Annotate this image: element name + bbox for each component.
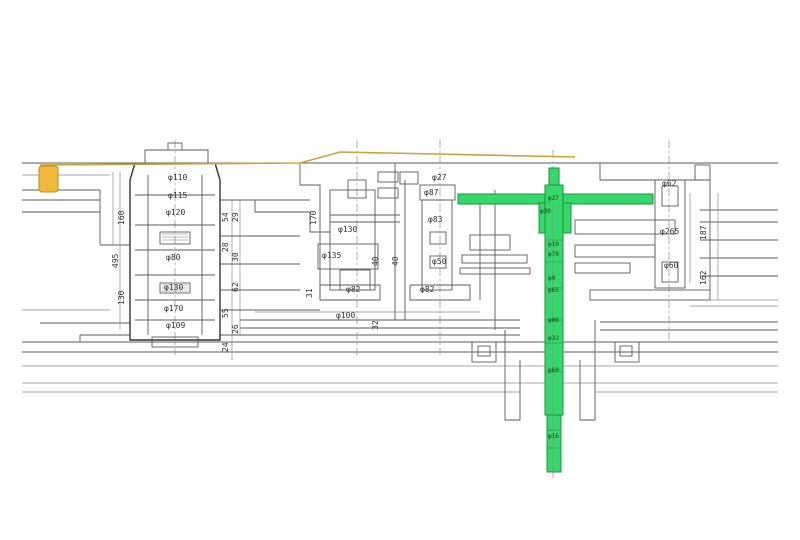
dim-24: 24 — [221, 342, 230, 352]
dim-phi80: φ80 — [166, 253, 181, 262]
dim-32: 32 — [371, 320, 380, 330]
dim-phi50: φ50 — [432, 257, 447, 266]
dim-phi130: φ130 — [164, 283, 183, 292]
dim-130: 130 — [117, 290, 126, 305]
left-stack-dimensions: 54 29 28 30 62 55 26 24 — [221, 212, 240, 352]
dim-shaft-phi60: φ60 — [548, 367, 559, 374]
dim-187: 187 — [699, 225, 708, 240]
right-mechanism — [574, 163, 778, 421]
right-middle-dimensions: φ27 φ87 φ83 φ50 — [424, 173, 447, 266]
dim-54: 54 — [221, 212, 230, 222]
dim-phi170: φ170 — [164, 304, 183, 313]
green-shaft-assembly: φ27 φ30 φ16 — [457, 167, 654, 473]
dim-40-b: 40 — [391, 256, 400, 266]
left-gear-stack — [129, 142, 221, 348]
dim-40-a: 40 — [371, 256, 380, 266]
dim-phi109: φ109 — [166, 321, 185, 330]
left-column-dimensions: φ110 φ115 φ120 φ80 φ130 φ170 φ109 — [164, 173, 187, 330]
right-dimensions: φ62 φ265 φ60 187 162 — [660, 179, 708, 285]
dim-shaft-phi9: φ9 — [548, 275, 556, 282]
left-dimension-lines — [112, 172, 520, 360]
dim-phi110: φ110 — [168, 173, 187, 182]
shaft-label-3: φ16 — [548, 433, 559, 440]
dim-phi82-a: φ82 — [346, 285, 361, 294]
green-shaft-lower — [546, 414, 562, 473]
dim-30: 30 — [231, 252, 240, 262]
dim-phi62: φ62 — [662, 179, 677, 188]
dim-phi87: φ87 — [424, 188, 439, 197]
dim-26: 26 — [231, 324, 240, 334]
dim-phi265: φ265 — [660, 227, 679, 236]
dim-162: 162 — [699, 270, 708, 285]
dim-495: 495 — [111, 253, 120, 268]
dim-phi83: φ83 — [428, 215, 443, 224]
dim-phi60-right: φ60 — [664, 261, 679, 270]
shaft-label-2: φ30 — [540, 208, 551, 215]
shaft-label-1: φ27 — [548, 195, 559, 202]
dim-29: 29 — [231, 212, 240, 222]
yellow-cover-line — [39, 151, 576, 166]
dim-phi120: φ120 — [166, 208, 185, 217]
dim-shaft-phi06: φ06 — [548, 317, 559, 324]
dim-shaft-phi10: φ10 — [548, 241, 559, 248]
middle-dimensions: φ135 φ130 φ100 φ82 φ82 170 40 40 31 32 — [305, 210, 435, 330]
dim-phi27: φ27 — [432, 173, 447, 182]
dim-31: 31 — [305, 288, 314, 298]
shaft-dimensions: φ10 φ70 φ9 φ65 φ06 φ32 φ60 — [548, 241, 559, 374]
dim-shaft-phi65: φ65 — [548, 287, 559, 294]
dim-phi115: φ115 — [168, 191, 187, 200]
dim-shaft-phi70: φ70 — [548, 251, 559, 258]
dim-phi100: φ100 — [336, 311, 355, 320]
dim-phi130-mid: φ130 — [338, 225, 357, 234]
dim-160: 160 — [117, 210, 126, 225]
horizontal-frame-lines — [22, 162, 778, 393]
green-shaft-upper — [544, 184, 564, 416]
dim-28: 28 — [221, 242, 230, 252]
left-vertical-dimensions: 160 495 130 — [111, 210, 126, 305]
dim-170: 170 — [309, 210, 318, 225]
yellow-highlight-block — [38, 165, 59, 193]
green-collar-top — [548, 167, 560, 186]
dim-phi135: φ135 — [322, 251, 341, 260]
dim-phi82-b: φ82 — [420, 285, 435, 294]
dim-shaft-phi32: φ32 — [548, 335, 559, 342]
dim-55: 55 — [221, 308, 230, 318]
dim-62: 62 — [231, 282, 240, 292]
middle-mechanism — [299, 163, 531, 421]
